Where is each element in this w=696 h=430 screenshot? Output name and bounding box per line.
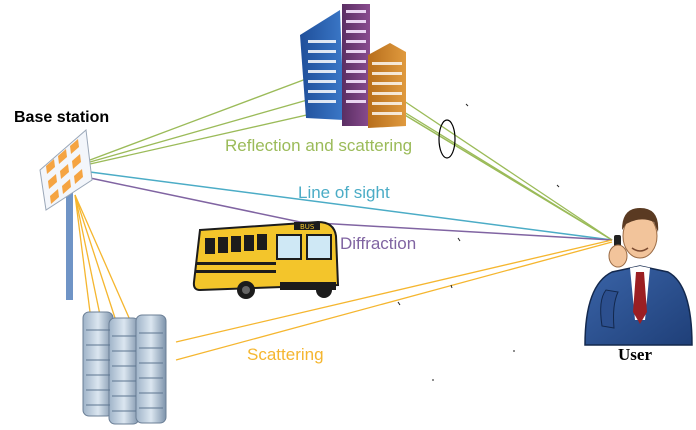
skyscrapers-icon (300, 4, 406, 128)
businessman-phone-icon (585, 208, 692, 345)
bus-sign: BUS (300, 223, 315, 231)
base-station-label: Base station (14, 110, 109, 126)
line-of-sight-label: Line of sight (298, 184, 390, 201)
diffraction-label: Diffraction (340, 235, 416, 252)
reflection-label: Reflection and scattering (225, 137, 412, 154)
office-towers-icon (83, 312, 166, 424)
school-bus-icon: BUS (194, 222, 338, 299)
scattering-label: Scattering (247, 346, 324, 363)
scatter-marks (398, 104, 559, 380)
user-label: User (618, 346, 652, 363)
